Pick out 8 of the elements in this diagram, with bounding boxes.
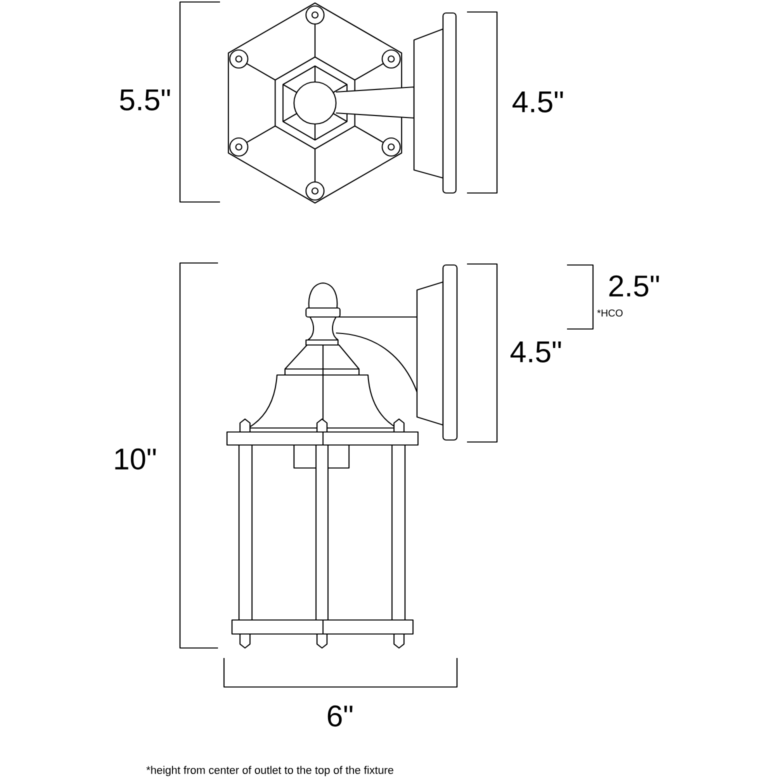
dimension-label: 2.5" [609,275,659,297]
dimension-label: 5.5" [120,90,170,110]
footnote-marker: *HCO [597,309,623,317]
dimension-label: 4.5" [512,92,563,112]
footnote: *height from center of outlet to the top of the fixture [146,766,394,776]
dimension-label: 10" [115,448,156,470]
dimension-label: 4.5" [510,342,561,362]
dimension-label: 6" [328,705,352,727]
